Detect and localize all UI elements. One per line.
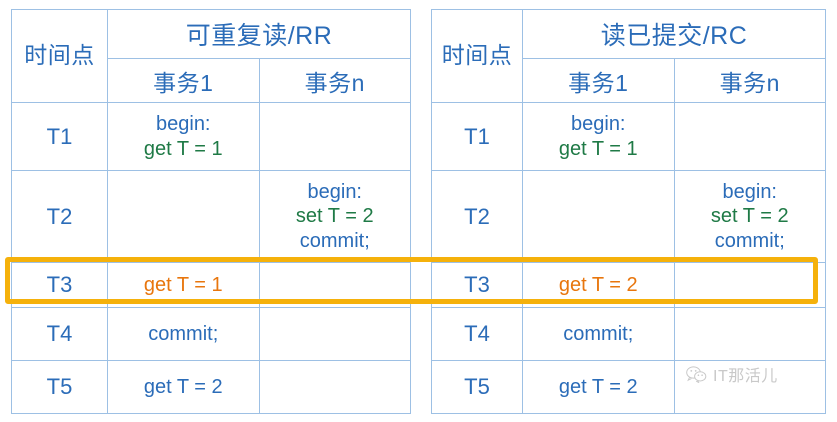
isolation-table-rr: 时间点 可重复读/RR 事务1 事务n T1 begin:get T = 1 T… [11, 9, 411, 414]
cell-line: get T = 2 [558, 375, 638, 398]
table-row: T5 get T = 2 [11, 360, 411, 414]
time-cell: T1 [11, 102, 108, 171]
txn-cell [258, 102, 411, 171]
time-cell: T2 [431, 170, 523, 263]
table-row-highlighted: T3 get T = 1 [11, 262, 411, 308]
time-cell: T2 [11, 170, 108, 263]
watermark-text: IT那活儿 [713, 368, 778, 385]
cell-line: get T = 2 [143, 375, 223, 398]
column-header-tx1-rr: 事务1 [107, 58, 260, 103]
tx1-cell: commit; [522, 307, 675, 361]
txn-cell [258, 307, 411, 361]
tx1-cell: begin:get T = 1 [107, 102, 260, 171]
time-cell: T3 [431, 262, 523, 308]
header-row-columns: 事务1 事务n [12, 58, 411, 103]
tx1-cell: commit; [107, 307, 260, 361]
tx1-cell: get T = 2 [522, 262, 675, 308]
cell-line: begin: [156, 113, 211, 136]
time-cell: T3 [11, 262, 108, 308]
time-cell: T5 [431, 360, 523, 414]
cell-line: get T = 1 [143, 273, 223, 296]
isolation-table-rc: 时间点 读已提交/RC 事务1 事务n T1 begin:get T = 1 T… [431, 9, 826, 414]
time-cell: T4 [11, 307, 108, 361]
table-body-rc: 时间点 读已提交/RC 事务1 事务n T1 begin:get T = 1 T… [431, 9, 826, 414]
table-row: T1 begin:get T = 1 [11, 102, 411, 171]
tx1-cell: get T = 1 [107, 262, 260, 308]
column-header-tx1-rc: 事务1 [522, 58, 675, 103]
tx1-cell: get T = 2 [522, 360, 675, 414]
cell-line: set T = 2 [710, 205, 789, 228]
table-row: T1 begin:get T = 1 [431, 102, 826, 171]
cell-line: commit; [148, 322, 219, 345]
column-header-txn-rc: 事务n [673, 58, 826, 103]
wechat-icon [686, 365, 707, 383]
cell-line: begin: [722, 180, 778, 203]
tx1-cell: get T = 2 [107, 360, 260, 414]
cell-line: begin: [307, 180, 363, 203]
cell-line: set T = 2 [295, 205, 374, 228]
tx1-cell [522, 170, 675, 263]
header-row-title: 时间点 可重复读/RR [11, 9, 411, 103]
table-row-highlighted: T3 get T = 2 [431, 262, 826, 308]
cell-line: begin: [571, 113, 626, 136]
cell-line: commit; [714, 229, 785, 252]
table-row: T4 commit; [431, 307, 826, 361]
txn-cell [673, 262, 826, 308]
cell-line: get T = 2 [558, 273, 638, 296]
header-time-rc: 时间点 [431, 9, 523, 103]
time-cell: T5 [11, 360, 108, 414]
watermark: IT那活儿 [686, 362, 778, 386]
time-cell: T1 [431, 102, 523, 171]
tx1-cell: begin:get T = 1 [522, 102, 675, 171]
table-title-rc: 读已提交/RC [522, 9, 826, 59]
cell-line: commit; [299, 229, 370, 252]
tx1-cell [107, 170, 260, 263]
cell-line: commit; [563, 322, 634, 345]
header-time-rr: 时间点 [11, 9, 108, 103]
cell-line: get T = 1 [143, 137, 223, 160]
txn-cell [673, 360, 826, 414]
table-row: T4 commit; [11, 307, 411, 361]
table-title-rr: 可重复读/RR [107, 9, 411, 59]
table-row: T5 get T = 2 [431, 360, 826, 414]
time-cell: T4 [431, 307, 523, 361]
txn-cell [258, 360, 411, 414]
cell-line: get T = 1 [558, 137, 638, 160]
txn-cell [673, 307, 826, 361]
column-header-txn-rr: 事务n [258, 58, 411, 103]
header-row-title: 时间点 读已提交/RC [431, 9, 826, 103]
table-body-rr: 时间点 可重复读/RR 事务1 事务n T1 begin:get T = 1 T… [11, 9, 411, 414]
txn-cell [258, 262, 411, 308]
txn-cell [673, 102, 826, 171]
